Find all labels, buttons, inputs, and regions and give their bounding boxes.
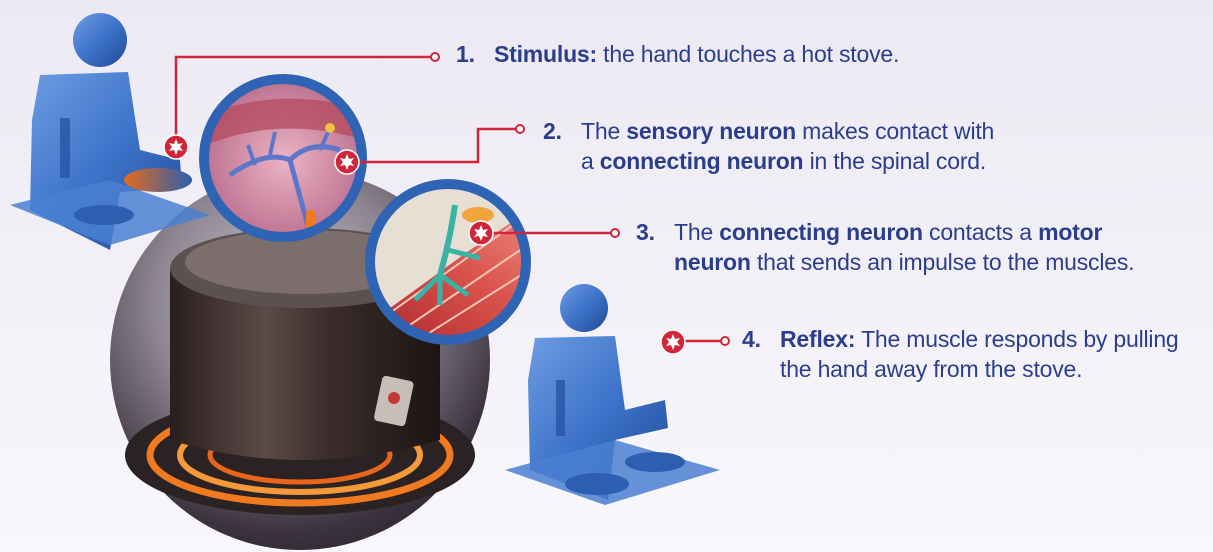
step-text: that sends an impulse to the muscles. [751, 249, 1135, 275]
step-text: the hand away from the stove. [780, 356, 1082, 382]
step-line: a connecting neuron in the spinal cord. [543, 146, 994, 176]
leader-line-2 [349, 129, 517, 162]
step-text: The [674, 219, 719, 245]
step-line: The connecting neuron contacts a motor [674, 219, 1102, 245]
step-term: sensory neuron [626, 118, 796, 144]
step-line: the hand away from the stove. [742, 354, 1179, 384]
step-text: The [581, 118, 626, 144]
step-line: neuron that sends an impulse to the musc… [636, 247, 1134, 277]
step-term: Stimulus: [494, 41, 597, 67]
step-line: Reflex: The muscle responds by pulling [780, 326, 1179, 352]
step-line: Stimulus: the hand touches a hot stove. [494, 41, 899, 67]
step-text: makes contact with [796, 118, 994, 144]
step-term: Reflex: [780, 326, 855, 352]
step-text: in the spinal cord. [803, 148, 986, 174]
step-line: The sensory neuron makes contact with [581, 118, 994, 144]
marker-star-icon [335, 150, 359, 174]
step-4-callout: 4.Reflex: The muscle responds by pulling… [742, 324, 1179, 384]
step-number: 2. [543, 116, 581, 146]
step-term: motor [1038, 219, 1102, 245]
step-1-callout: 1.Stimulus: the hand touches a hot stove… [456, 39, 899, 69]
step-number: 4. [742, 324, 780, 354]
step-2-callout: 2.The sensory neuron makes contact with … [543, 116, 994, 176]
marker-star-icon [164, 135, 188, 159]
step-text: The muscle responds by pulling [855, 326, 1178, 352]
step-text: a [581, 148, 600, 174]
person-figure-icon [505, 284, 720, 505]
step-number: 3. [636, 217, 674, 247]
step-text: the hand touches a hot stove. [597, 41, 899, 67]
marker-star-icon [661, 330, 685, 354]
step-number: 1. [456, 39, 494, 69]
step-3-callout: 3.The connecting neuron contacts a motor… [636, 217, 1134, 277]
marker-star-icon [469, 221, 493, 245]
step-term: connecting neuron [719, 219, 923, 245]
person-figure-icon [10, 13, 210, 250]
step-term: neuron [674, 249, 751, 275]
step-term: connecting neuron [600, 148, 804, 174]
step-text: contacts a [923, 219, 1038, 245]
